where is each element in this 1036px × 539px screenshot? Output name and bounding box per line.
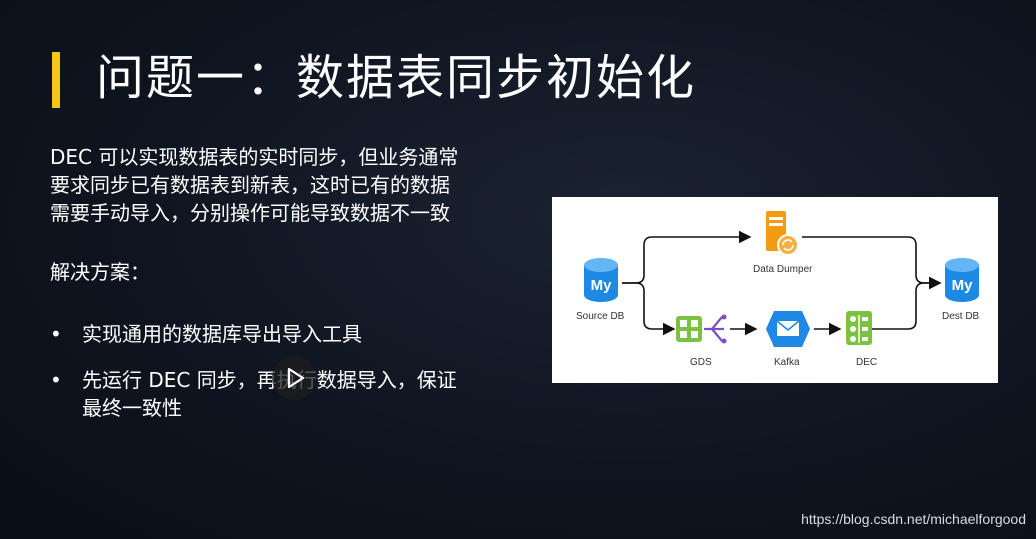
data-dumper-label: Data Dumper [753,264,813,275]
svg-text:My: My [952,277,973,294]
gds-icon [676,314,727,344]
architecture-diagram: My My [552,197,998,383]
kafka-label: Kafka [774,357,800,368]
bullet-dot: • [50,368,62,392]
dec-icon [846,311,872,345]
watermark-url: https://blog.csdn.net/michaelforgood [801,511,1026,527]
dest-db-label: Dest DB [942,311,980,322]
database-icon: My [584,258,618,302]
svg-text:My: My [591,277,612,294]
intro-paragraph: DEC 可以实现数据表的实时同步，但业务通常 要求同步已有数据表到新表，这时已有… [50,143,520,227]
bullet-text: 先运行 DEC 同步，再执行数据导入，保证 最终一致性 [82,366,457,422]
server-icon [766,211,799,256]
paragraph-line: 需要手动导入，分别操作可能导致数据不一致 [50,201,450,225]
kafka-icon [766,311,810,347]
bullet-text: 实现通用的数据库导出导入工具 [82,322,362,346]
bullet-text-line: 最终一致性 [82,396,182,420]
title-accent-bar [52,52,60,108]
bullet-dot: • [50,322,62,346]
paragraph-line: DEC 可以实现数据表的实时同步，但业务通常 [50,145,459,169]
page-title: 问题一：数据表同步初始化 [96,50,697,106]
play-icon [287,367,305,389]
dec-label: DEC [856,357,878,368]
paragraph-line: 要求同步已有数据表到新表，这时已有的数据 [50,173,450,197]
database-icon: My [945,258,979,302]
bullet-text-line: 先运行 DEC 同步，再执行数据导入，保证 [82,368,457,392]
video-play-button[interactable] [272,356,316,400]
solution-heading: 解决方案： [50,260,150,284]
source-db-label: Source DB [576,311,625,322]
gds-label: GDS [690,357,712,368]
diagram-connectors [622,230,942,336]
